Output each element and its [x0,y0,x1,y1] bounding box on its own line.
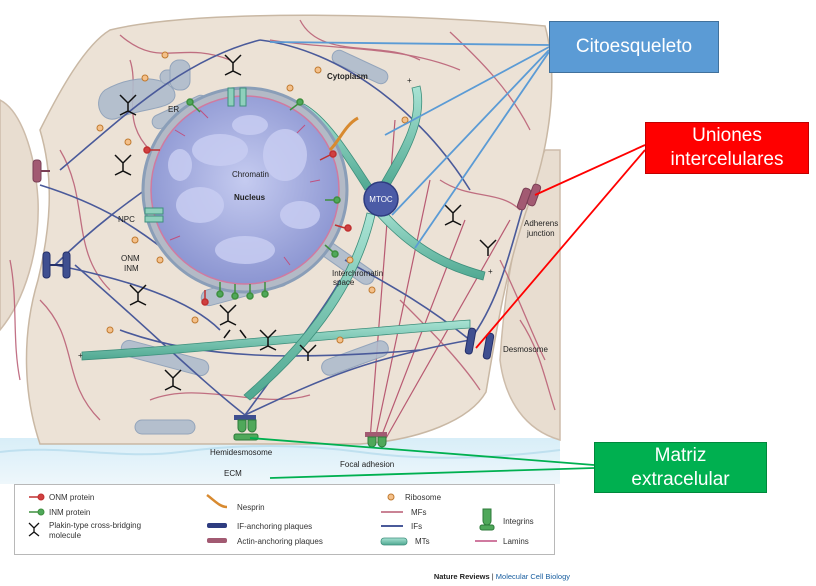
focal-adhesion [365,432,387,448]
intercellular-callout-lines [475,144,646,349]
er-label: ER [168,105,179,114]
ribosomes [96,51,409,344]
desmosome-label: Desmosome [503,345,548,354]
intercellular-junctions-callout: Uniones intercelulares [645,122,809,174]
legend-inm-symbol [29,508,45,516]
legend-onm-symbol [29,493,45,501]
legend-integrin-label: Integrins [503,517,534,526]
legend-ribosome-label: Ribosome [405,493,442,502]
legend-integrin-symbol [482,508,492,526]
legend-if-plaque-label: IF-anchoring plaques [237,522,313,531]
legend-mt-label: MTs [415,537,430,546]
intercellular-callout-line1: Uniones [692,125,762,146]
chromatin-label: Chromatin [232,170,269,179]
legend-ribosome-symbol [387,493,395,501]
legend-if-plaque-symbol [207,523,227,528]
chromatin [168,115,320,264]
interchromatin-label-1: Interchromatin [332,269,383,278]
nesprin [328,116,359,152]
legend-plakin-label-1: Plakin-type cross-bridging [49,521,142,530]
legend-mt-symbol [380,537,408,546]
mtoc-label: MTOC [369,195,393,204]
source-credit: Nature Reviews | Molecular Cell Biology [0,572,570,581]
focal-adhesion-label: Focal adhesion [340,460,394,469]
adherens-label-2: junction [526,229,555,238]
adherens-label-1: Adherens [524,219,558,228]
legend-actin-plaque-symbol [207,538,227,543]
inm-proteins [186,98,341,300]
legend-inm-label: INM protein [49,508,91,517]
inm-label: INM [124,264,139,273]
onm-proteins [143,146,352,306]
ecm-callout-line2: extracelular [631,468,730,490]
nuclear-pore-complexes [144,87,247,223]
interchromatin-label-2: space [333,278,355,287]
cytoplasm-label: Cytoplasm [327,72,368,81]
plus-mark-right: + [488,267,493,276]
desmosome-right [464,327,495,360]
legend-actin-plaque-label: Actin-anchoring plaques [237,537,323,546]
plus-mark-top: + [407,76,412,85]
npc-label: NPC [118,215,135,224]
left-neighbor-cell [0,99,39,332]
cytoskeleton-callout-text: Citoesqueleto [575,36,693,57]
legend-mf-label: MFs [411,508,427,517]
legend-nesprin-symbol [206,494,228,509]
nucleus-label: Nucleus [234,193,266,202]
plakin-molecules [114,54,497,391]
legend-lamin-label: Lamins [503,537,529,546]
diagram-labels: Cytoplasm ER Chromatin Nucleus NPC ONM I… [78,72,558,478]
adherens-junction-right [516,183,542,211]
hemidesmosome [233,415,259,441]
legend: ONM protein INM protein Plakin-type cros… [14,484,555,555]
cytoskeleton-callout: Citoesqueleto [549,21,719,73]
onm-label: ONM [121,254,140,263]
adherens-junction-left [32,159,50,183]
legend-nesprin-label: Nesprin [237,503,265,512]
hemidesmosome-label: Hemidesmosome [210,448,273,457]
plus-mark-left: + [78,351,83,360]
legend-plakin-symbol [28,522,40,537]
intercellular-callout-line2: intercelulares [670,149,784,170]
legend-integrin-base [479,524,495,531]
ecm-callout-lines [249,437,595,479]
cytoskeleton-callout-lines [269,41,550,249]
lamins [169,109,321,266]
credit-journal: Nature Reviews [433,572,490,581]
legend-symbols [28,493,497,546]
credit-section: Molecular Cell Biology [495,572,570,581]
credit-separator: | [489,572,496,581]
ecm-callout-line1: Matriz [654,444,707,466]
ecm-wave [0,445,561,459]
desmosome-left [42,251,71,279]
extracellular-matrix-callout: Matriz extracelular [594,442,767,493]
ecm-label: ECM [224,469,242,478]
mtoc [363,181,399,217]
legend-plakin-label-2: molecule [49,531,82,540]
legend-onm-label: ONM protein [49,493,95,502]
legend-if-label: IFs [411,522,423,531]
